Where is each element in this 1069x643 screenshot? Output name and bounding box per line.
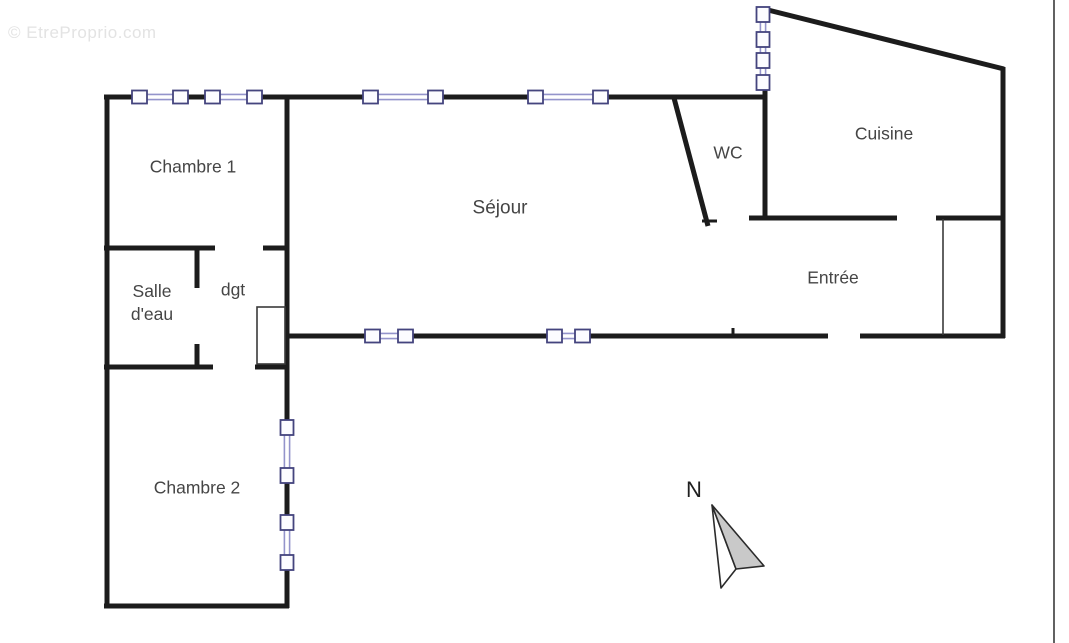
room-label-dgt: dgt	[220, 279, 246, 300]
north-label: N	[686, 477, 702, 502]
room-label-chambre1: Chambre 1	[149, 156, 237, 177]
room-label-cuisine: Cuisine	[854, 123, 914, 144]
room-label-chambre2: Chambre 2	[153, 477, 241, 498]
room-label-wc: WC	[713, 142, 743, 163]
room-label-sejour: Séjour	[472, 197, 528, 219]
room-label-salle-eau: Salle d'eau	[130, 280, 174, 324]
windows-layer	[131, 6, 771, 571]
room-label-entree: Entrée	[807, 267, 859, 288]
watermark: © EtreProprio.com	[8, 23, 157, 42]
north-arrow-icon	[711, 504, 765, 589]
thin-lines-layer	[256, 0, 1055, 643]
walls-layer	[104, 6, 1006, 609]
